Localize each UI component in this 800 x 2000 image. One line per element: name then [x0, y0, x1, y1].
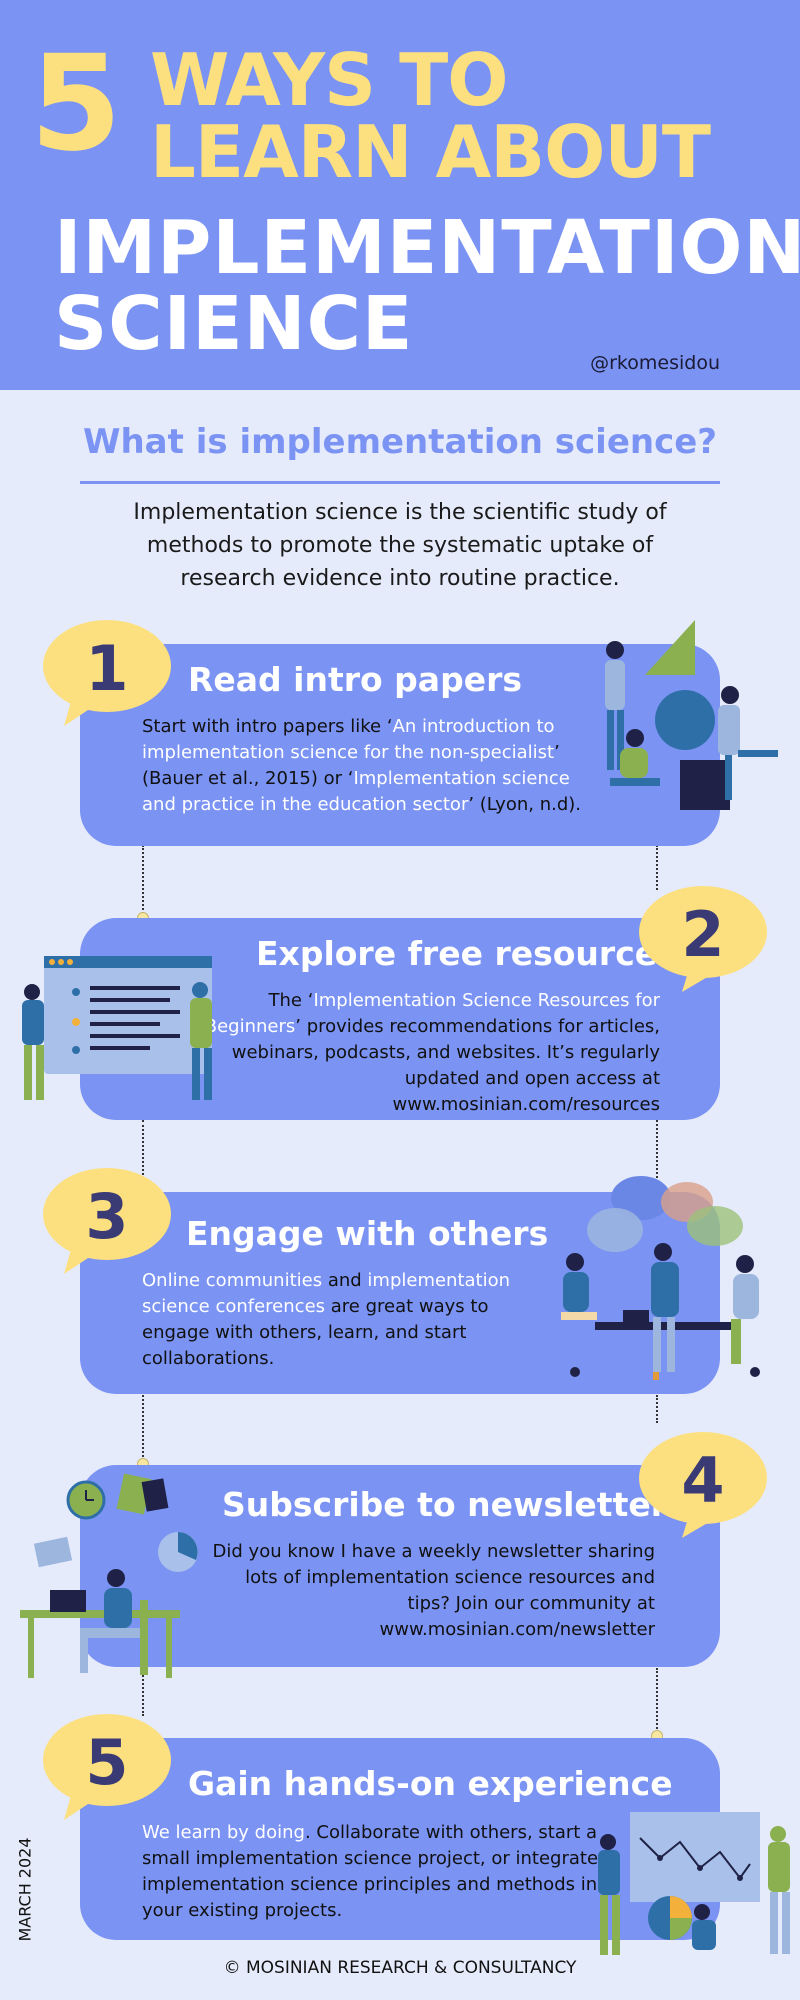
step-title: Explore free resources [256, 934, 677, 973]
step-number-bubble-3: 3 [42, 1166, 172, 1274]
connector-line [142, 1395, 144, 1465]
meeting-table-illustration [545, 1172, 785, 1396]
intro-divider [80, 481, 720, 484]
header-line-2: LEARN ABOUT [150, 110, 711, 194]
intro-title: What is implementation science? [82, 422, 718, 462]
learn-by-doing-link[interactable]: We learn by doing [142, 1822, 305, 1843]
step-title: Gain hands-on experience [188, 1764, 673, 1803]
header-number: 5 [30, 27, 122, 181]
connector-line [656, 1668, 658, 1733]
step-text: Did you know I have a weekly newsletter … [212, 1541, 655, 1640]
step-number: 2 [681, 898, 725, 971]
author-handle: @rkomesidou [590, 352, 720, 374]
data-chart-illustration [590, 1808, 800, 1972]
intro-text: Implementation science is the scientific… [133, 500, 667, 591]
footer-copyright: © MOSINIAN RESEARCH & CONSULTANCY [223, 1958, 577, 1978]
step-text: The ‘Implementation Science Resources fo… [204, 990, 660, 1115]
step-title: Subscribe to newsletters [222, 1485, 687, 1524]
header-line-1: WAYS TO [150, 38, 508, 122]
remote-work-desk-illustration [20, 1470, 220, 1684]
header-title: IMPLEMENTATION SCIENCE [54, 210, 800, 362]
connector-line [656, 1395, 658, 1423]
step-number-bubble-4: 4 [638, 1430, 768, 1538]
header-subtitle: WAYS TO LEARN ABOUT [150, 38, 711, 194]
paper-link-1[interactable]: An introduction to implementation scienc… [142, 716, 555, 763]
step-number-bubble-2: 2 [638, 884, 768, 992]
header-line-4: SCIENCE [54, 281, 414, 367]
connector-line [142, 1120, 144, 1175]
step-card-2: Explore free resources The ‘Implementati… [80, 918, 720, 1120]
step-number: 1 [85, 632, 129, 705]
header-banner: 5 WAYS TO LEARN ABOUT IMPLEMENTATION SCI… [0, 0, 800, 390]
step-number: 5 [85, 1726, 129, 1799]
paper-link-2[interactable]: Implementation science and practice in t… [142, 768, 570, 815]
step-text: Start with intro papers like ‘An introdu… [142, 716, 582, 815]
conferences-link[interactable]: implementation science conferences [142, 1270, 511, 1317]
step-title: Engage with others [186, 1214, 549, 1253]
step-text: We learn by doing. Collaborate with othe… [142, 1822, 599, 1921]
step-title: Read intro papers [188, 660, 522, 699]
connector-line [142, 1668, 144, 1716]
step-number: 4 [681, 1444, 725, 1517]
resources-link[interactable]: Implementation Science Resources for Beg… [204, 990, 660, 1037]
connector-line [656, 845, 658, 890]
step-text: Online communities and implementation sc… [142, 1270, 511, 1369]
connector-line [142, 845, 144, 917]
communities-link[interactable]: Online communities [142, 1270, 323, 1291]
connector-line [656, 1120, 658, 1190]
team-puzzle-illustration [590, 620, 790, 824]
publication-date: MARCH 2024 [15, 1837, 35, 1942]
step-number-bubble-1: 1 [42, 618, 172, 726]
header-line-3: IMPLEMENTATION [54, 205, 800, 291]
step-number: 3 [85, 1180, 129, 1253]
step-number-bubble-5: 5 [42, 1712, 172, 1820]
whiteboard-presentation-illustration [10, 950, 230, 1114]
